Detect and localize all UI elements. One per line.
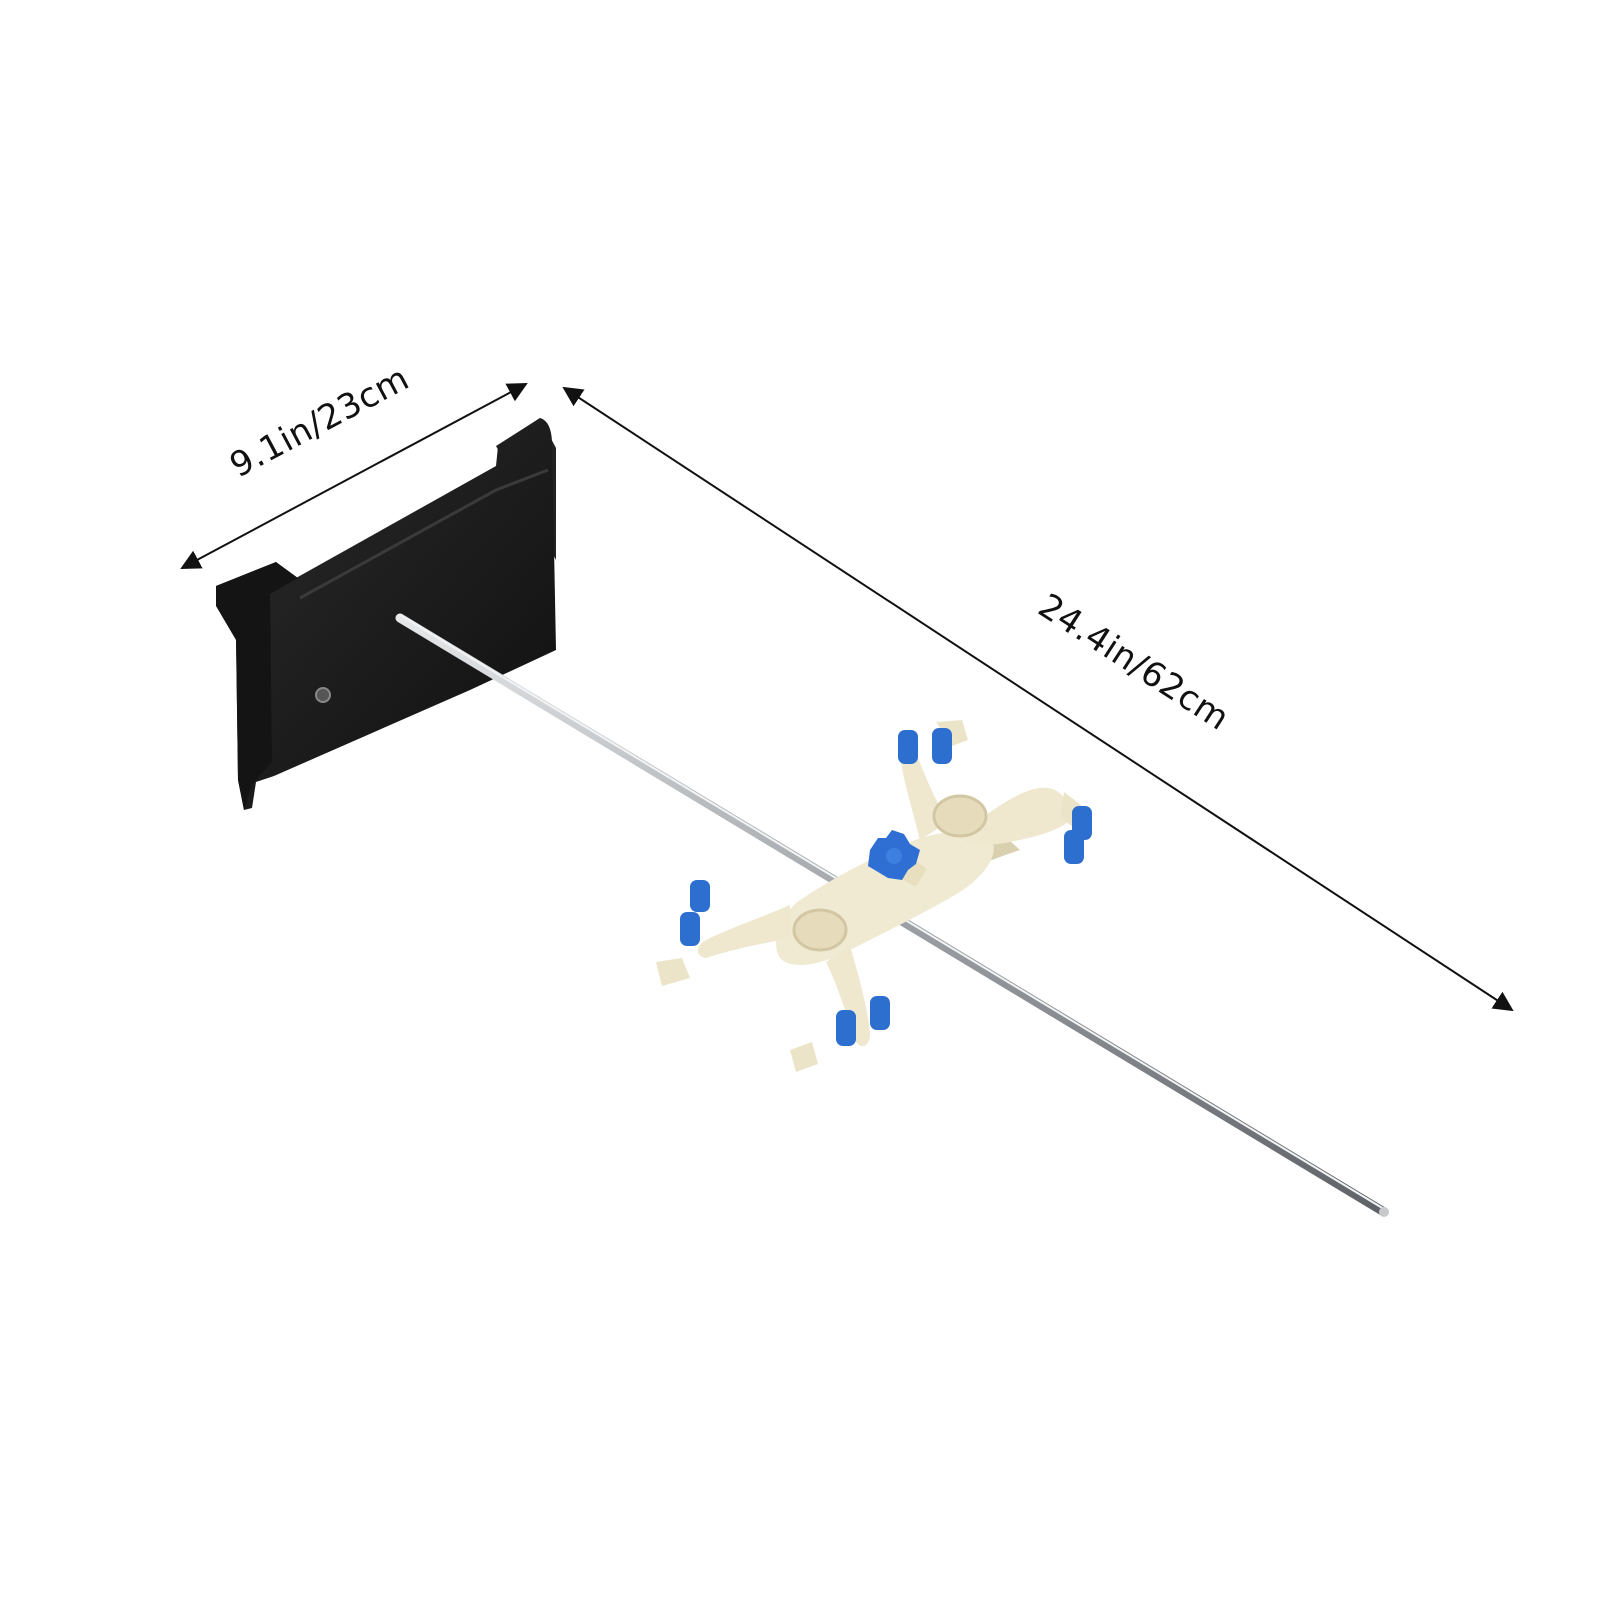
grip-tip-1: [898, 730, 918, 764]
rod-tip: [1379, 1207, 1389, 1217]
clamp-arm-lower: [826, 946, 870, 1047]
thumb-screw-knob: [868, 830, 920, 880]
grip-tip-5: [690, 880, 710, 912]
black-base-plate: [216, 418, 556, 810]
blue-grip-tips: [680, 728, 1092, 1046]
width-dimension-label: 9.1in/23cm: [223, 358, 415, 486]
grip-tip-8: [870, 996, 890, 1030]
clamp-ring-lower: [792, 908, 848, 952]
four-prong-burette-clamp: [656, 720, 1082, 1072]
base-plate-hole: [315, 687, 331, 703]
grip-tip-7: [836, 1010, 856, 1046]
knob-center: [886, 848, 902, 864]
width-dimension-line: [180, 383, 528, 569]
clamp-hook-right: [1060, 792, 1082, 826]
grip-tip-6: [680, 912, 700, 946]
base-plate-front-flange: [216, 562, 298, 810]
length-dimension-line: [562, 386, 1514, 1012]
length-dimension: 24.4in/62cm: [562, 386, 1514, 1012]
base-plate-edge-highlight: [299, 468, 549, 600]
clamp-ring-upper: [932, 794, 988, 838]
clamp-hook-left: [656, 958, 690, 986]
clamp-hook-bottom: [790, 1042, 818, 1072]
grip-tip-2: [932, 728, 952, 764]
clamp-hook-top: [936, 720, 968, 746]
base-plate-body: [216, 418, 556, 810]
grip-tip-4: [1064, 830, 1084, 864]
clamp-arm-upper-right: [960, 787, 1070, 846]
clamp-arm-lower-left: [697, 905, 790, 958]
